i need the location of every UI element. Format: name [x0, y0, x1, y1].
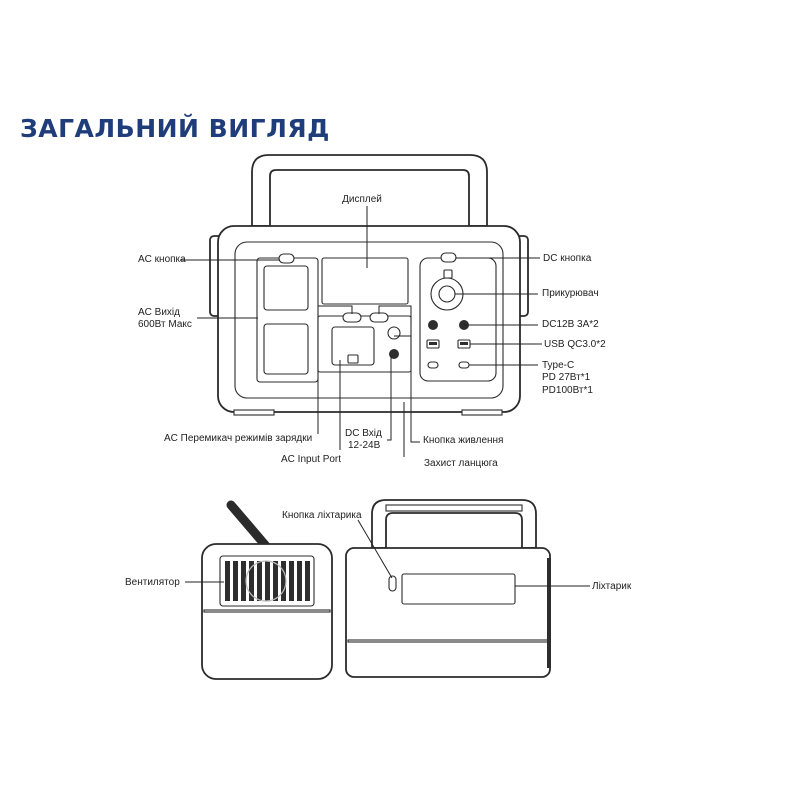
- label-dc-input-line2: 12-24В: [348, 440, 381, 451]
- label-flashlight-button: Кнопка ліхтарика: [282, 510, 362, 521]
- page-title: ЗАГАЛЬНИЙ ВИГЛЯД: [20, 114, 330, 143]
- front-leader-lines: [180, 206, 542, 457]
- typec-port-1: [427, 361, 439, 369]
- label-circuit-protection: Захист ланцюга: [424, 458, 498, 469]
- circuit-protection-button: [387, 326, 401, 340]
- label-typec-line3: PD100Вт*1: [542, 385, 593, 396]
- label-usb-qc: USB QC3.0*2: [544, 339, 606, 350]
- label-power-button: Кнопка живлення: [423, 435, 503, 446]
- leader-ac-switch-left: [317, 305, 353, 434]
- car-lighter-inner: [438, 285, 456, 303]
- front-foot-right: [461, 409, 503, 416]
- ac-switch-right: [369, 312, 389, 323]
- leader-ac-switch-right: [378, 305, 412, 322]
- label-dc-input-line1: DC Вхід: [345, 428, 382, 439]
- label-dc12v: DC12В 3А*2: [542, 319, 599, 330]
- car-lighter-cap: [443, 269, 453, 279]
- ac-button: [278, 253, 295, 264]
- label-ac-button: AC кнопка: [138, 254, 186, 265]
- fan-circle: [245, 560, 287, 602]
- dc12v-port-1: [428, 320, 438, 330]
- rear-view: Кнопка ліхтарика Ліхтарик: [282, 499, 632, 678]
- label-ac-switch: AC Перемикач режимів зарядки: [164, 433, 312, 444]
- display-screen: [321, 257, 409, 305]
- fan-vent-slats: [225, 561, 310, 601]
- leader-power-button: [394, 335, 420, 443]
- front-foot-left: [233, 409, 275, 416]
- leader-flashlight-button: [357, 519, 393, 579]
- ac-switch-left: [342, 312, 362, 323]
- side-seam: [203, 609, 331, 613]
- ac-input-port-slot: [347, 354, 359, 364]
- label-display: Дисплей: [342, 194, 382, 205]
- label-car-lighter: Прикурювач: [542, 288, 599, 299]
- front-handle: [251, 154, 488, 227]
- dc-button: [440, 252, 457, 263]
- side-view: Вентилятор: [125, 500, 333, 680]
- front-labels: Дисплей AC кнопка AC Вихід 600Вт Макс DC…: [138, 194, 606, 469]
- label-typec-line2: PD 27Вт*1: [542, 372, 591, 383]
- ac-outlet-2: [263, 323, 309, 375]
- label-typec-line1: Type-C: [542, 360, 574, 371]
- front-view: [209, 154, 529, 416]
- rear-right-edge: [547, 558, 551, 668]
- ac-outlet-1: [263, 265, 309, 311]
- label-ac-output-line2: 600Вт Макс: [138, 319, 192, 330]
- label-fan: Вентилятор: [125, 577, 180, 588]
- typec-port-2: [458, 361, 470, 369]
- rear-handle-grip: [385, 504, 523, 512]
- label-flashlight: Ліхтарик: [592, 581, 632, 592]
- rear-body: [345, 547, 551, 678]
- leader-dc-input: [387, 356, 392, 441]
- label-dc-button: DC кнопка: [543, 253, 592, 264]
- ac-input-port: [331, 326, 375, 366]
- side-handle: [226, 500, 271, 551]
- usb-port-1-tongue: [429, 342, 437, 345]
- usb-port-2-tongue: [460, 342, 468, 345]
- label-ac-output-line1: AC Вихід: [138, 307, 180, 318]
- rear-seam: [347, 639, 549, 643]
- flashlight-lens: [401, 573, 516, 605]
- flashlight-button: [388, 575, 397, 592]
- label-ac-input: AC Input Port: [281, 454, 341, 465]
